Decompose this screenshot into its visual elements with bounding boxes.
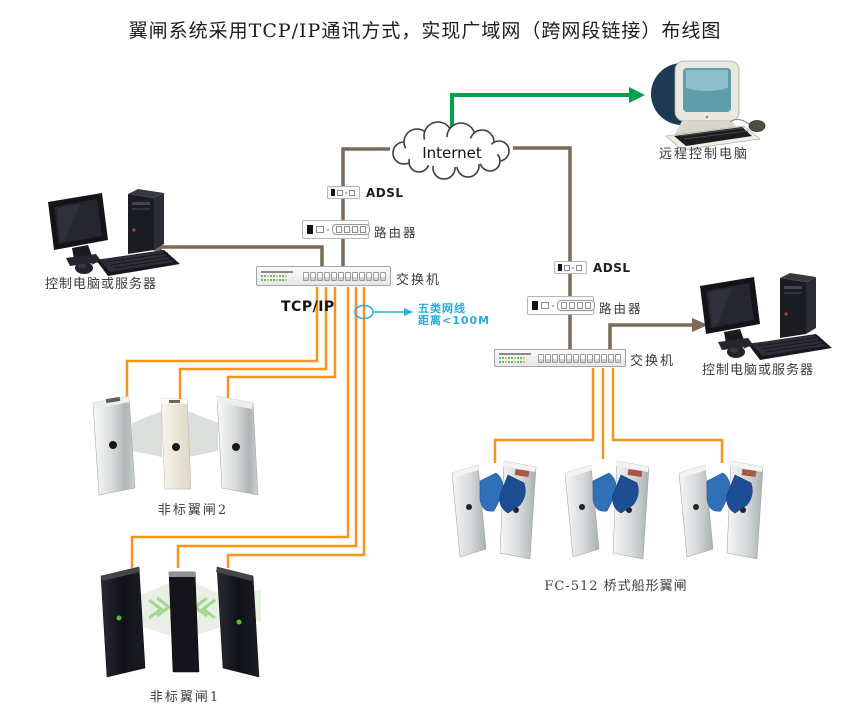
router-led — [327, 228, 329, 231]
cat5-note-line2: 距离<100M — [418, 314, 491, 327]
cat5-cables — [125, 287, 724, 568]
modem-port-icon — [564, 264, 570, 271]
router-label-left: 路由器 — [374, 225, 418, 240]
fc512-gates-image — [451, 460, 764, 560]
control-pc-left-image — [48, 189, 180, 276]
modem-power-light — [558, 264, 562, 271]
turnstile-group2-label: 非标翼闸2 — [157, 503, 229, 518]
switch-ports — [303, 271, 386, 281]
adsl-label-right: ADSL — [593, 261, 631, 275]
router-led — [552, 304, 554, 307]
tcpip-label: TCP/IP — [281, 299, 335, 315]
router-screen-icon — [316, 226, 324, 233]
adsl-label-left: ADSL — [366, 186, 404, 200]
turnstile-group1-image — [100, 566, 261, 678]
green-internet-arrow — [450, 87, 645, 133]
fc512-gates-label: FC-512 桥式船形翼闸 — [544, 579, 688, 594]
adsl-modem-right — [554, 261, 587, 274]
switch-led-panel — [261, 271, 293, 281]
remote-pc-image — [651, 60, 766, 150]
turnstile-group1-label: 非标翼闸1 — [149, 690, 221, 705]
internet-cloud — [392, 121, 510, 180]
switch-left — [256, 266, 391, 286]
switch-label-left: 交换机 — [396, 273, 442, 288]
switch-label-right: 交换机 — [630, 354, 676, 369]
remote-pc-label: 远程控制电脑 — [658, 147, 749, 162]
control-pc-right-image — [700, 273, 832, 360]
modem-power-light — [331, 189, 335, 196]
router-power — [532, 301, 538, 310]
modem-port-icon — [349, 189, 355, 196]
router-ports — [332, 224, 370, 235]
modem-port-icon — [576, 264, 582, 271]
router-ports — [557, 300, 595, 311]
control-pc-left-label: 控制电脑或服务器 — [44, 277, 157, 292]
cat5-callout — [354, 304, 413, 320]
switch-right — [494, 349, 626, 367]
arrow-to-right-pc — [692, 318, 708, 332]
turnstile-group2-image — [92, 395, 259, 496]
router-screen-icon — [541, 302, 549, 309]
modem-port-icon — [337, 189, 343, 196]
page-title: 翼闸系统采用TCP/IP通讯方式，实现广域网（跨网段链接）布线图 — [128, 20, 722, 42]
control-pc-right-label: 控制电脑或服务器 — [701, 363, 814, 378]
adsl-modem-left — [327, 186, 360, 199]
router-left — [302, 220, 370, 239]
internet-label: Internet — [422, 144, 482, 162]
router-right — [527, 296, 595, 315]
backbone-lines — [160, 146, 694, 353]
switch-led-panel — [499, 353, 531, 363]
modem-led — [572, 266, 574, 269]
modem-led — [345, 191, 347, 194]
router-label-right: 路由器 — [599, 301, 643, 316]
cat5-note-line1: 五类网线 — [418, 302, 466, 315]
switch-ports — [538, 353, 621, 363]
router-power — [307, 225, 313, 234]
